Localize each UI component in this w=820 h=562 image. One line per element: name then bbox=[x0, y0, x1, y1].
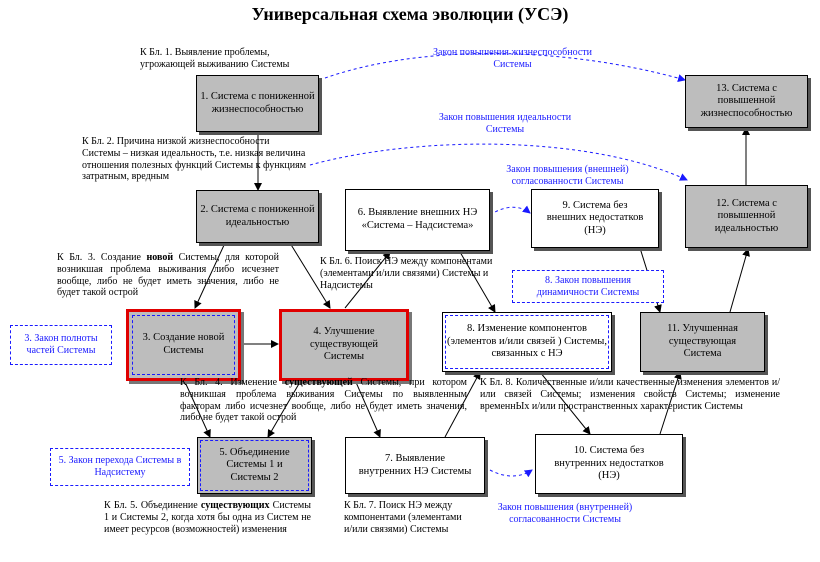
note-block-5-bold: существующих bbox=[200, 500, 270, 511]
note-block-5: К Бл. 5. Объединение существующих Систем… bbox=[104, 500, 311, 535]
law-arc-ideality bbox=[309, 143, 688, 181]
page-title: Универсальная схема эволюции (УСЭ) bbox=[251, 4, 569, 24]
note-block-8: К Бл. 8. Количественные и/или качественн… bbox=[480, 377, 780, 412]
block-1: 1. Система с пониженной жизнеспособность… bbox=[196, 75, 319, 132]
block-12: 12. Система с повышенной идеальностью bbox=[685, 185, 808, 248]
law-completeness-box: 3. Закон полноты частей Системы bbox=[10, 325, 112, 365]
arrow-8-10 bbox=[539, 371, 591, 435]
block-4: 4. Улучшение существующей Системы bbox=[279, 309, 409, 381]
block-8: 8. Изменение компонентов (элементов и/ил… bbox=[442, 312, 612, 372]
block-8-label: 8. Изменение компонентов (элементов и/ил… bbox=[447, 323, 607, 360]
block-7-label: 7. Выявление внутренних НЭ Системы bbox=[358, 452, 472, 477]
arrow-2-4 bbox=[289, 242, 331, 309]
block-11: 11. Улучшенная существующая Система bbox=[640, 312, 765, 372]
arrow-2-3 bbox=[194, 242, 226, 309]
block-2-label: 2. Система с пониженной идеальностью bbox=[200, 203, 315, 228]
block-5-label: 5. Объединение Системы 1 и Системы 2 bbox=[219, 446, 290, 483]
block-13-label: 13. Система с повышенной жизнеспособност… bbox=[700, 82, 793, 119]
note-block-4-a: К Бл. 4. Изменение bbox=[180, 377, 285, 388]
law-arc-viability bbox=[324, 53, 686, 82]
law-internal-consistency: Закон повышения (внутренней) согласованн… bbox=[497, 502, 633, 525]
block-5: 5. Объединение Системы 1 и Системы 2 bbox=[197, 437, 312, 494]
note-block-3-b: Системы, для которой возникшая проблема … bbox=[57, 252, 279, 299]
arrow-7-8 bbox=[444, 371, 481, 438]
block-5-dashed: 5. Объединение Системы 1 и Системы 2 bbox=[200, 440, 309, 491]
block-11-label: 11. Улучшенная существующая Система bbox=[667, 323, 738, 360]
block-12-label: 12. Система с повышенной идеальностью bbox=[714, 197, 779, 234]
note-block-2: К Бл. 2. Причина низкой жизнеспособности… bbox=[82, 136, 307, 183]
block-3: 3. Создание новой Системы bbox=[126, 309, 241, 381]
block-1-label: 1. Система с пониженной жизнеспособность… bbox=[200, 90, 315, 115]
note-block-7: К Бл. 7. Поиск НЭ между компонентами (эл… bbox=[344, 500, 462, 535]
law-arc-internal bbox=[489, 469, 533, 478]
note-block-3: К Бл. 3. Создание новой Системы, для кот… bbox=[57, 252, 279, 299]
note-block-4: К Бл. 4. Изменение существующей Системы,… bbox=[180, 377, 467, 424]
arrow-4-5 bbox=[267, 381, 301, 438]
note-block-5-a: К Бл. 5. Объединение bbox=[104, 500, 201, 511]
law-viability: Закон повышения жизнеспособности Системы bbox=[433, 47, 592, 70]
arrow-6-8 bbox=[459, 251, 496, 313]
block-2: 2. Система с пониженной идеальностью bbox=[196, 190, 319, 243]
block-8-dashed: 8. Изменение компонентов (элементов и/ил… bbox=[445, 315, 609, 369]
arrow-10-11 bbox=[659, 371, 682, 435]
block-6-label: 6. Выявление внешних НЭ «Система – Надси… bbox=[357, 207, 478, 231]
arrow-4-7 bbox=[354, 379, 381, 438]
block-10-label: 10. Система без внутренних недостатков (… bbox=[554, 445, 664, 482]
note-block-3-a: К Бл. 3. Создание bbox=[57, 252, 147, 263]
law-arc-external bbox=[489, 205, 531, 216]
block-9-label: 9. Система без внешних недостатков (НЭ) bbox=[546, 199, 644, 236]
arrow-11-12 bbox=[729, 248, 750, 313]
block-3-dashed: 3. Создание новой Системы bbox=[132, 315, 235, 375]
law-dynamics-box: 8. Закон повышения динамичности Системы bbox=[512, 270, 664, 303]
note-block-1: К Бл. 1. Выявление проблемы, угрожающей … bbox=[140, 47, 290, 70]
note-block-4-bold: существующей bbox=[284, 377, 353, 388]
law-ideality: Закон повышения идеальности Системы bbox=[438, 112, 572, 135]
block-4-label: 4. Улучшение существующей Системы bbox=[309, 326, 379, 363]
block-10: 10. Система без внутренних недостатков (… bbox=[535, 434, 683, 494]
block-3-label: 3. Создание новой Системы bbox=[142, 332, 225, 356]
law-external-consistency: Закон повышения (внешней) согласованност… bbox=[506, 164, 629, 187]
block-13: 13. Система с повышенной жизнеспособност… bbox=[685, 75, 808, 128]
law-supersystem-box: 5. Закон перехода Системы в Надсистему bbox=[50, 448, 190, 486]
note-block-6: К Бл. 6. Поиск НЭ между компонентами (эл… bbox=[320, 256, 493, 291]
arrow-3-5 bbox=[184, 381, 211, 438]
note-block-5-b: Системы 1 и Системы 2, когда хотя бы одн… bbox=[104, 500, 311, 535]
block-6: 6. Выявление внешних НЭ «Система – Надси… bbox=[345, 189, 490, 251]
note-block-4-b: Системы, при котором возникшая проблема … bbox=[180, 377, 467, 424]
block-7: 7. Выявление внутренних НЭ Системы bbox=[345, 437, 485, 494]
arrow-4-6 bbox=[344, 251, 391, 309]
block-9: 9. Система без внешних недостатков (НЭ) bbox=[531, 189, 659, 248]
note-block-3-bold: новой bbox=[146, 252, 174, 263]
